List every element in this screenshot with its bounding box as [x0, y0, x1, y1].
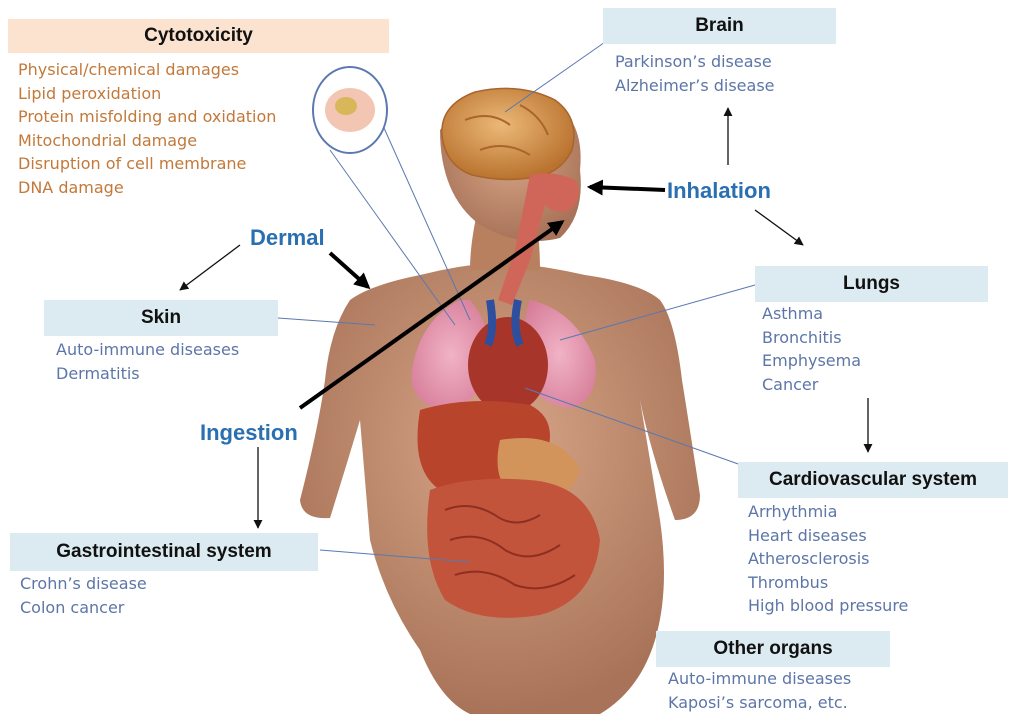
skin-title: Skin: [44, 300, 278, 336]
list-item: Thrombus: [748, 571, 908, 595]
list-item: Dermatitis: [56, 362, 239, 386]
list-item: Emphysema: [762, 349, 861, 373]
route-ingestion: Ingestion: [200, 420, 298, 446]
cardiovascular-title: Cardiovascular system: [738, 462, 1008, 498]
list-item: Asthma: [762, 302, 861, 326]
list-item: Crohn’s disease: [20, 572, 147, 596]
brain-list: Parkinson’s disease Alzheimer’s disease: [615, 50, 775, 97]
other-organs-list: Auto-immune diseases Kaposi’s sarcoma, e…: [668, 667, 851, 714]
cytotoxicity-list: Physical/chemical damages Lipid peroxida…: [18, 58, 276, 199]
other-organs-title: Other organs: [656, 631, 890, 667]
list-item: Mitochondrial damage: [18, 129, 276, 153]
route-dermal: Dermal: [250, 225, 325, 251]
cytotoxicity-title: Cytotoxicity: [8, 19, 389, 53]
list-item: DNA damage: [18, 176, 276, 200]
gastrointestinal-title: Gastrointestinal system: [10, 533, 318, 571]
cardiovascular-list: Arrhythmia Heart diseases Atherosclerosi…: [748, 500, 908, 618]
list-item: Physical/chemical damages: [18, 58, 276, 82]
lungs-list: Asthma Bronchitis Emphysema Cancer: [762, 302, 861, 396]
gastrointestinal-list: Crohn’s disease Colon cancer: [20, 572, 147, 619]
list-item: High blood pressure: [748, 594, 908, 618]
list-item: Colon cancer: [20, 596, 147, 620]
lungs-title: Lungs: [755, 266, 988, 302]
list-item: Cancer: [762, 373, 861, 397]
list-item: Auto-immune diseases: [56, 338, 239, 362]
list-item: Kaposi’s sarcoma, etc.: [668, 691, 851, 714]
list-item: Atherosclerosis: [748, 547, 908, 571]
list-item: Disruption of cell membrane: [18, 152, 276, 176]
list-item: Bronchitis: [762, 326, 861, 350]
route-inhalation: Inhalation: [667, 178, 771, 204]
heart-icon: [468, 317, 548, 413]
list-item: Arrhythmia: [748, 500, 908, 524]
list-item: Alzheimer’s disease: [615, 74, 775, 98]
brain-title: Brain: [603, 8, 836, 44]
list-item: Lipid peroxidation: [18, 82, 276, 106]
list-item: Protein misfolding and oxidation: [18, 105, 276, 129]
skin-list: Auto-immune diseases Dermatitis: [56, 338, 239, 385]
cell-icon: [313, 67, 387, 153]
list-item: Heart diseases: [748, 524, 908, 548]
brain-icon: [442, 88, 574, 179]
intestines-icon: [427, 479, 600, 618]
list-item: Parkinson’s disease: [615, 50, 775, 74]
list-item: Auto-immune diseases: [668, 667, 851, 691]
